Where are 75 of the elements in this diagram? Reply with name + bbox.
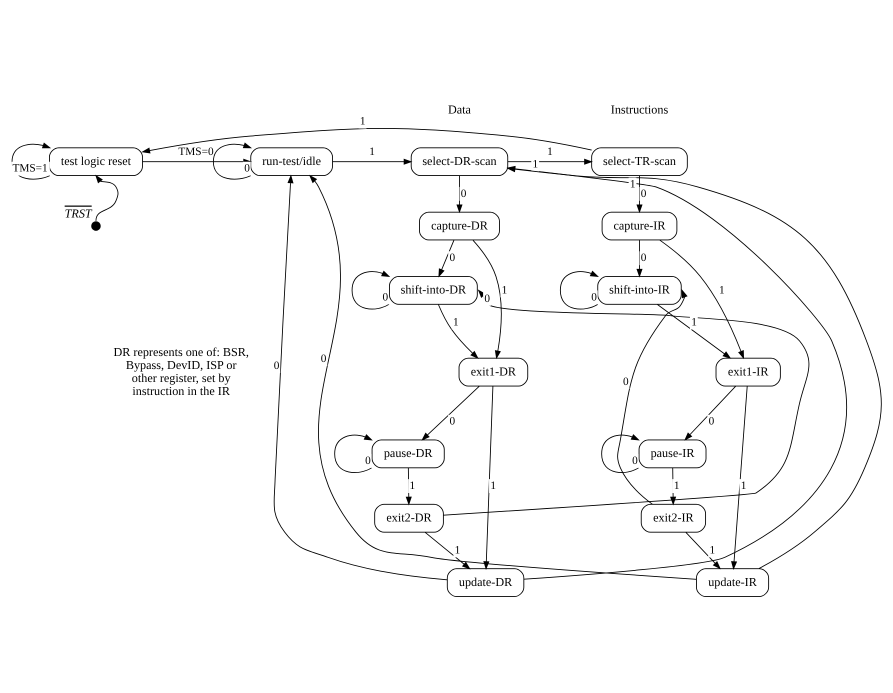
label: DR represents one of: BSR, Bypass, DevID, ISP or other register, set by instruction in the IR xyxy=(113,344,249,398)
arrow xyxy=(731,386,748,570)
node-box: run-test/idle xyxy=(250,147,333,176)
node-box: update-DR xyxy=(446,568,524,597)
edge-label: 0 xyxy=(244,162,250,175)
edge-label: 1 xyxy=(409,480,416,492)
edge-label: 0 xyxy=(460,188,466,200)
arrow xyxy=(657,304,732,359)
node-box: select-DR-scan xyxy=(410,147,508,176)
edge-label: 0 xyxy=(708,416,714,428)
label: Instructions xyxy=(610,102,668,117)
node-box: pause-DR xyxy=(372,440,445,468)
arrow xyxy=(424,532,471,570)
node-box: update-IR xyxy=(696,568,770,597)
arrow xyxy=(636,240,643,278)
edge-label: 1 xyxy=(452,316,459,329)
edge-label: 0 xyxy=(622,376,629,388)
edge-label: 1 xyxy=(674,480,680,492)
node-box: capture-DR xyxy=(419,212,500,240)
arrow xyxy=(141,128,592,154)
arrow xyxy=(686,532,721,570)
node-label: TRST xyxy=(64,206,92,221)
arrow xyxy=(670,468,676,506)
edge-label: 1 xyxy=(454,544,460,556)
edge-label: 1 xyxy=(719,284,725,296)
arrow xyxy=(421,386,480,441)
edge-label: 0 xyxy=(365,454,371,467)
arrow xyxy=(617,289,688,505)
node-box: exit2-IR xyxy=(640,504,706,533)
node-box: shift-into-DR xyxy=(389,276,478,305)
node-box: exit1-DR xyxy=(458,358,528,386)
edge-label: 1 xyxy=(502,284,508,296)
node-box: capture-IR xyxy=(602,212,678,240)
label: Data xyxy=(448,102,471,117)
edge-label: 1 xyxy=(630,178,636,191)
node-box: select-TR-scan xyxy=(591,147,688,176)
edge-label: 0 xyxy=(320,353,326,366)
node-circle xyxy=(91,221,101,231)
edge-label: 0 xyxy=(640,188,646,200)
edge-label: 1 xyxy=(490,480,496,492)
arrow xyxy=(508,158,593,165)
edge-label: 1 xyxy=(369,146,375,158)
edge-label: 0 xyxy=(640,252,646,264)
arrow xyxy=(456,175,463,214)
edge-label: 0 xyxy=(449,416,456,428)
arrow xyxy=(684,386,736,441)
node-box: exit2-DR xyxy=(374,504,444,533)
edge-label: 1 xyxy=(691,316,697,329)
node-box: pause-IR xyxy=(638,440,706,468)
edge-label: 0 xyxy=(449,252,456,264)
arrow xyxy=(309,174,697,580)
edge-label: 0 xyxy=(484,292,490,305)
edge-label: 1 xyxy=(532,158,538,171)
arrow xyxy=(472,240,502,360)
edge-label: 1 xyxy=(709,544,716,556)
edge-label: 0 xyxy=(382,291,388,304)
edge-label: 1 xyxy=(360,116,366,128)
edge-label: 0 xyxy=(591,291,597,304)
arrow xyxy=(406,468,412,506)
edge-label: TMS=0 xyxy=(178,146,214,158)
edge-label: 0 xyxy=(274,360,280,372)
arrow xyxy=(659,240,744,360)
node-box: test logic reset xyxy=(49,147,143,176)
arrow xyxy=(332,158,412,165)
arrow xyxy=(636,175,643,214)
edge-label: 1 xyxy=(740,480,746,492)
node-box: exit1-IR xyxy=(716,358,781,386)
edge-label: 0 xyxy=(632,454,638,467)
arrow xyxy=(438,304,479,359)
node-box: shift-into-IR xyxy=(597,276,682,305)
arrow xyxy=(95,174,118,222)
arrow xyxy=(274,174,448,580)
arrow xyxy=(438,240,454,278)
edge-label: TMS=1 xyxy=(12,162,48,175)
edge-label: 1 xyxy=(547,146,553,158)
